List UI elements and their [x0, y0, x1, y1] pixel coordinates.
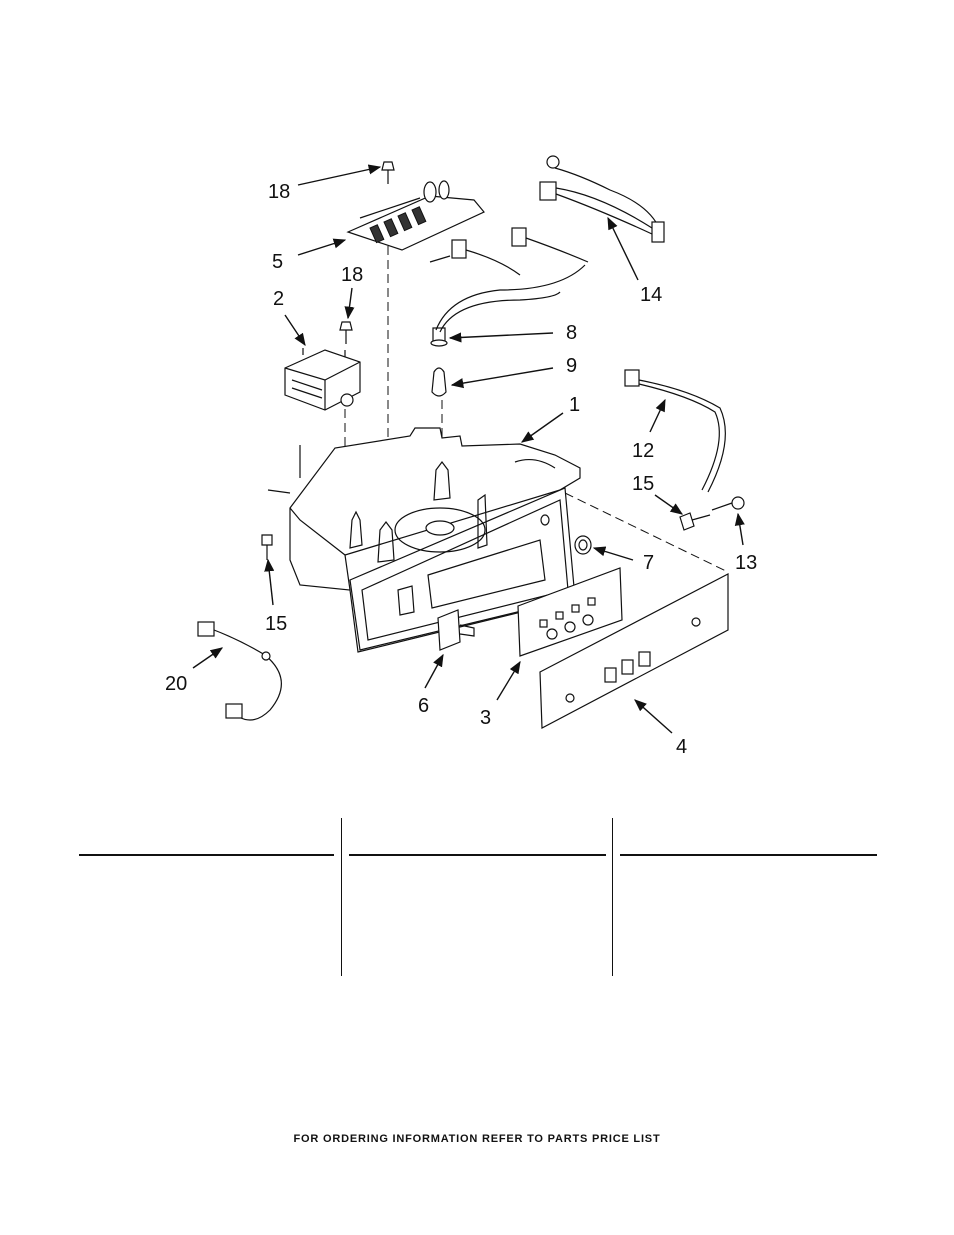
table-rule-middle [349, 854, 606, 856]
leader-arrows [192, 164, 745, 734]
callout-1: 1 [569, 394, 580, 416]
callout-15: 15 [265, 613, 287, 635]
control-panel [517, 567, 623, 657]
callout-6: 6 [418, 695, 429, 717]
screw [261, 534, 273, 560]
callout-5: 5 [272, 251, 283, 273]
callout-3: 3 [480, 707, 491, 729]
screw [381, 161, 395, 184]
callout-2: 2 [273, 288, 284, 310]
callout-7: 7 [643, 552, 654, 574]
callout-18: 18 [268, 181, 290, 203]
callout-14: 14 [640, 284, 662, 306]
switch [437, 609, 475, 651]
wire-harness-14 [539, 155, 665, 243]
callout-9: 9 [566, 355, 577, 377]
table-separator [612, 818, 613, 976]
ordering-info-footer: FOR ORDERING INFORMATION REFER TO PARTS … [293, 1133, 661, 1145]
callout-20: 20 [165, 673, 187, 695]
lamp-bulb [431, 367, 447, 397]
transformer [284, 348, 361, 411]
knob [574, 535, 592, 555]
table-rule-left [79, 854, 334, 856]
callout-4: 4 [676, 736, 687, 758]
callout-12: 12 [632, 440, 654, 462]
ground-wire-13 [711, 496, 745, 511]
sensor-20 [197, 621, 282, 721]
table-rule-right [620, 854, 877, 856]
table-separator [341, 818, 342, 976]
parts-exploded-diagram: 18 5 18 2 14 8 9 1 12 15 7 13 15 20 6 3 … [165, 155, 757, 758]
screw [679, 512, 711, 531]
wire-harness [429, 227, 589, 333]
lamp-socket [430, 327, 448, 347]
callout-18: 18 [341, 264, 363, 286]
screw [339, 321, 353, 344]
control-board [346, 180, 485, 251]
callout-8: 8 [566, 322, 577, 344]
front-panel [539, 573, 729, 729]
callout-13: 13 [735, 552, 757, 574]
callout-15: 15 [632, 473, 654, 495]
wire-harness-12 [624, 369, 726, 493]
